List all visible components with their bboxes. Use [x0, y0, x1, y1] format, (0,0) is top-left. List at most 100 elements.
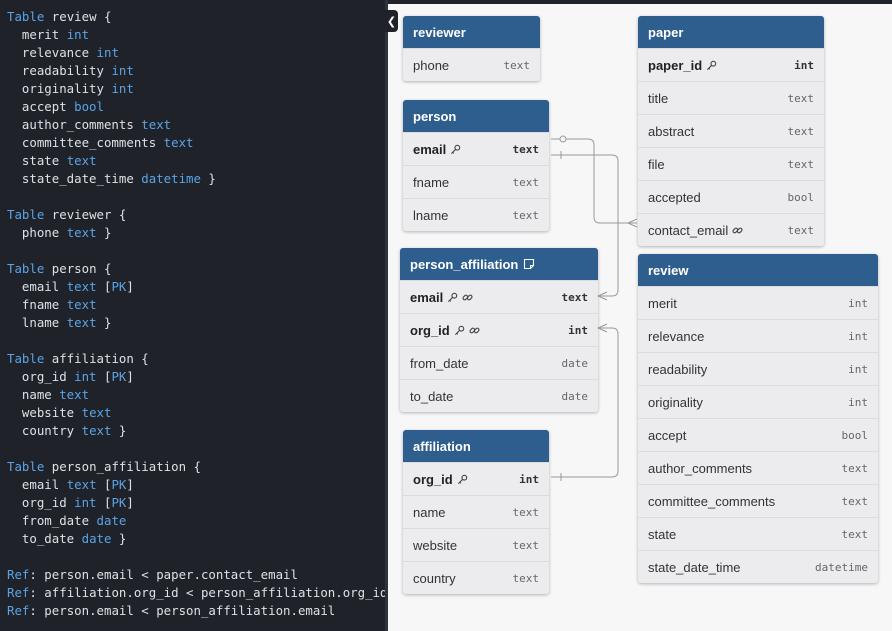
- code-token-plain: accept: [7, 99, 75, 114]
- code-line: author_comments text: [0, 116, 385, 134]
- code-token-plain: }: [111, 531, 127, 546]
- table-title: review: [648, 262, 689, 278]
- field-row-org-id[interactable]: org_id int: [400, 313, 598, 346]
- field-name: email: [410, 290, 473, 305]
- field-name: country: [413, 571, 456, 586]
- field-row-email[interactable]: email text: [400, 280, 598, 313]
- key-icon: [447, 292, 458, 303]
- code-line: Ref: person.email < person_affiliation.e…: [0, 602, 385, 620]
- field-name-text: file: [648, 156, 665, 172]
- code-token-plain: reviewer {: [44, 207, 127, 222]
- field-name: author_comments: [648, 461, 752, 476]
- field-name-text: state: [648, 526, 677, 542]
- table-header[interactable]: review: [638, 254, 878, 286]
- field-type: text: [512, 175, 540, 189]
- code-token-plain: org_id: [7, 495, 75, 510]
- code-token-plain: originality: [7, 81, 112, 96]
- code-token-type: int: [111, 81, 134, 96]
- field-row-country[interactable]: country text: [403, 561, 549, 594]
- table-title: affiliation: [413, 438, 471, 454]
- field-name-text: to_date: [410, 388, 454, 404]
- field-name: state_date_time: [648, 560, 741, 575]
- code-token-kw: Ref: [7, 603, 30, 618]
- code-token-kw: Table: [7, 351, 45, 366]
- code-line: Table reviewer {: [0, 206, 385, 224]
- field-name-text: merit: [648, 295, 677, 311]
- field-type: text: [787, 157, 815, 171]
- field-type: int: [848, 329, 868, 343]
- field-row-file[interactable]: file text: [638, 147, 824, 180]
- code-token-plain: [: [96, 477, 112, 492]
- table-header[interactable]: person: [403, 100, 549, 132]
- code-line: [0, 188, 385, 206]
- code-token-pk: PK: [111, 477, 127, 492]
- field-type: text: [512, 571, 540, 585]
- table-title: person: [413, 108, 457, 124]
- field-type: int: [848, 395, 868, 409]
- field-name-text: accept: [648, 427, 687, 443]
- table-header[interactable]: affiliation: [403, 430, 549, 462]
- code-token-type: text: [66, 297, 97, 312]
- table-header[interactable]: person_affiliation: [400, 248, 598, 280]
- code-token-type: text: [66, 477, 97, 492]
- code-token-plain: org_id: [7, 369, 75, 384]
- code-token-type: text: [66, 153, 97, 168]
- field-name: phone: [413, 58, 449, 73]
- field-name-text: org_id: [410, 322, 450, 338]
- field-name: file: [648, 157, 665, 172]
- code-token-plain: merit: [7, 27, 67, 42]
- code-line: email text [PK]: [0, 476, 385, 494]
- code-editor[interactable]: Table review { merit int relevance int r…: [0, 0, 385, 631]
- field-row-state[interactable]: state text: [638, 517, 878, 550]
- code-token-type: text: [59, 387, 90, 402]
- key-icon: [450, 144, 461, 155]
- field-name: title: [648, 91, 668, 106]
- field-row-merit[interactable]: merit int: [638, 286, 878, 319]
- panel-divider[interactable]: [385, 0, 388, 631]
- collapse-editor-button[interactable]: ❮: [385, 10, 398, 32]
- field-type: text: [561, 290, 589, 304]
- field-type: int: [848, 296, 868, 310]
- table-header[interactable]: paper: [638, 16, 824, 48]
- code-token-plain: ]: [126, 477, 134, 492]
- field-type: text: [841, 527, 869, 541]
- table-header[interactable]: reviewer: [403, 16, 540, 48]
- code-line: Table person {: [0, 260, 385, 278]
- field-name: committee_comments: [648, 494, 775, 509]
- code-token-kw: Ref: [7, 567, 30, 582]
- note-icon[interactable]: [523, 258, 535, 270]
- code-token-plain: country: [7, 423, 82, 438]
- field-type: int: [568, 323, 588, 337]
- code-token-plain: website: [7, 405, 82, 420]
- field-name-text: website: [413, 537, 458, 553]
- field-name: state: [648, 527, 676, 542]
